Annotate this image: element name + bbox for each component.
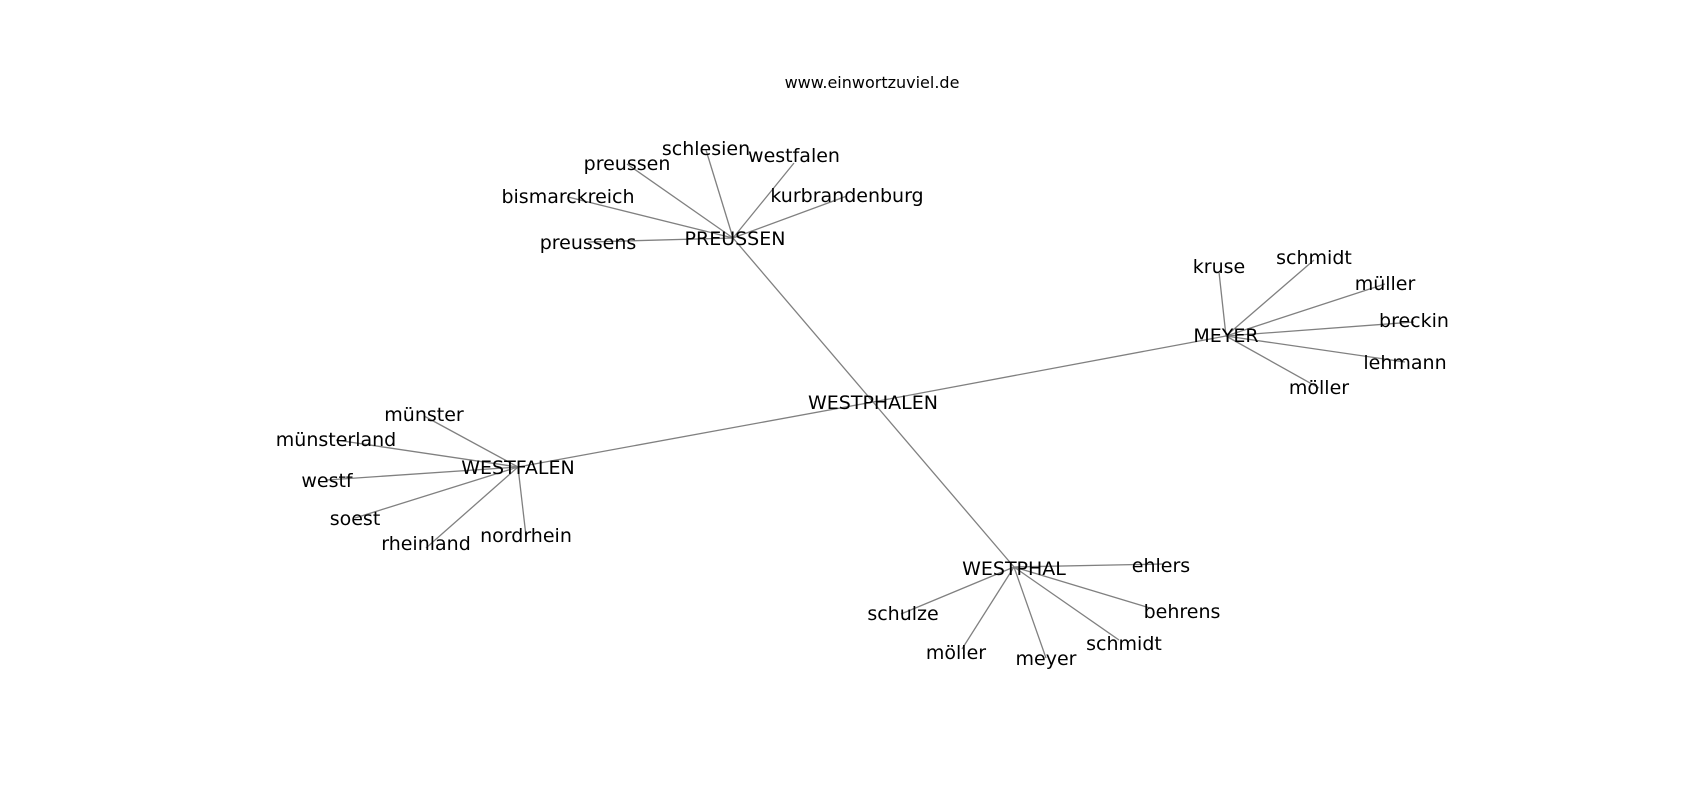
edge-westphal-meyer bbox=[1013, 566, 1047, 659]
edge-westphal-schulze bbox=[900, 566, 1015, 615]
edge-meyer-schmidt bbox=[1225, 259, 1315, 337]
site-header: www.einwortzuviel.de bbox=[785, 73, 960, 92]
edge-meyer-mueller bbox=[1225, 283, 1386, 337]
edge-meyer-breckin bbox=[1225, 321, 1415, 337]
node-leaf-preussen: preussen bbox=[584, 153, 671, 175]
node-leaf-nordrhein: nordrhein bbox=[480, 525, 572, 547]
node-leaf-lehmann: lehmann bbox=[1363, 352, 1446, 374]
edge-westfalen-nordrhein bbox=[517, 466, 527, 537]
node-leaf-schlesien: schlesien bbox=[662, 138, 750, 160]
edge-root-westfalen bbox=[517, 401, 874, 468]
node-leaf-westf: westf bbox=[301, 470, 354, 492]
node-leaf-schulze: schulze bbox=[867, 603, 938, 625]
edge-preussen-preussen bbox=[626, 163, 734, 239]
edge-meyer-kruse bbox=[1218, 271, 1227, 337]
edge-preussen-schlesien bbox=[705, 149, 734, 239]
edge-westphal-ehlers bbox=[1013, 563, 1165, 568]
node-hub-meyer: MEYER bbox=[1193, 325, 1258, 347]
node-leaf-bismarckreich: bismarckreich bbox=[501, 186, 634, 208]
edge-preussen-westfalen bbox=[732, 162, 795, 239]
edge-meyer-lehmann bbox=[1225, 335, 1406, 363]
edge-westfalen-soest bbox=[354, 466, 519, 519]
node-leaf-moeller: möller bbox=[1289, 377, 1349, 399]
edge-westphal-moeller bbox=[961, 566, 1015, 650]
edge-westfalen-rheinland bbox=[425, 466, 519, 549]
node-leaf-westfalen: westfalen bbox=[748, 145, 840, 167]
node-leaf-schmidt-2: schmidt bbox=[1086, 633, 1162, 655]
edge-root-preussen bbox=[732, 237, 874, 403]
node-root-westphalen: WESTPHALEN bbox=[808, 392, 938, 414]
edge-meyer-moeller bbox=[1225, 335, 1320, 389]
edge-root-westphal bbox=[872, 401, 1015, 568]
edge-preussen-preussens bbox=[587, 237, 734, 243]
node-leaf-behrens: behrens bbox=[1144, 601, 1221, 623]
edge-westfalen-westf bbox=[326, 466, 519, 481]
node-leaf-schmidt: schmidt bbox=[1276, 247, 1352, 269]
node-leaf-breckin: breckin bbox=[1379, 310, 1449, 332]
edge-preussen-kurbrandenburg bbox=[732, 195, 848, 239]
node-leaf-muenster: münster bbox=[384, 404, 464, 426]
node-leaf-meyer: meyer bbox=[1016, 648, 1077, 670]
node-hub-preussen: PREUSSEN bbox=[685, 228, 786, 250]
node-hub-westphal: WESTPHAL bbox=[962, 558, 1066, 580]
node-leaf-ehlers: ehlers bbox=[1132, 555, 1190, 577]
node-leaf-preussens: preussens bbox=[540, 232, 637, 254]
node-leaf-kurbrandenburg: kurbrandenburg bbox=[770, 185, 923, 207]
edge-westfalen-muensterland bbox=[335, 439, 519, 468]
node-leaf-mueller: müller bbox=[1355, 273, 1416, 295]
edge-westphal-behrens bbox=[1013, 566, 1151, 609]
node-leaf-muensterland: münsterland bbox=[276, 429, 396, 451]
edge-westfalen-muenster bbox=[423, 415, 519, 468]
node-leaf-moeller-2: möller bbox=[926, 642, 986, 664]
edge-westphal-schmidt bbox=[1013, 566, 1120, 641]
node-leaf-soest: soest bbox=[330, 508, 381, 530]
edge-root-meyer bbox=[872, 335, 1227, 403]
node-leaf-rheinland: rheinland bbox=[381, 533, 471, 555]
node-leaf-kruse: kruse bbox=[1193, 256, 1245, 278]
edge-preussen-bismarckreich bbox=[567, 196, 734, 239]
node-hub-westfalen: WESTFALEN bbox=[461, 457, 574, 479]
